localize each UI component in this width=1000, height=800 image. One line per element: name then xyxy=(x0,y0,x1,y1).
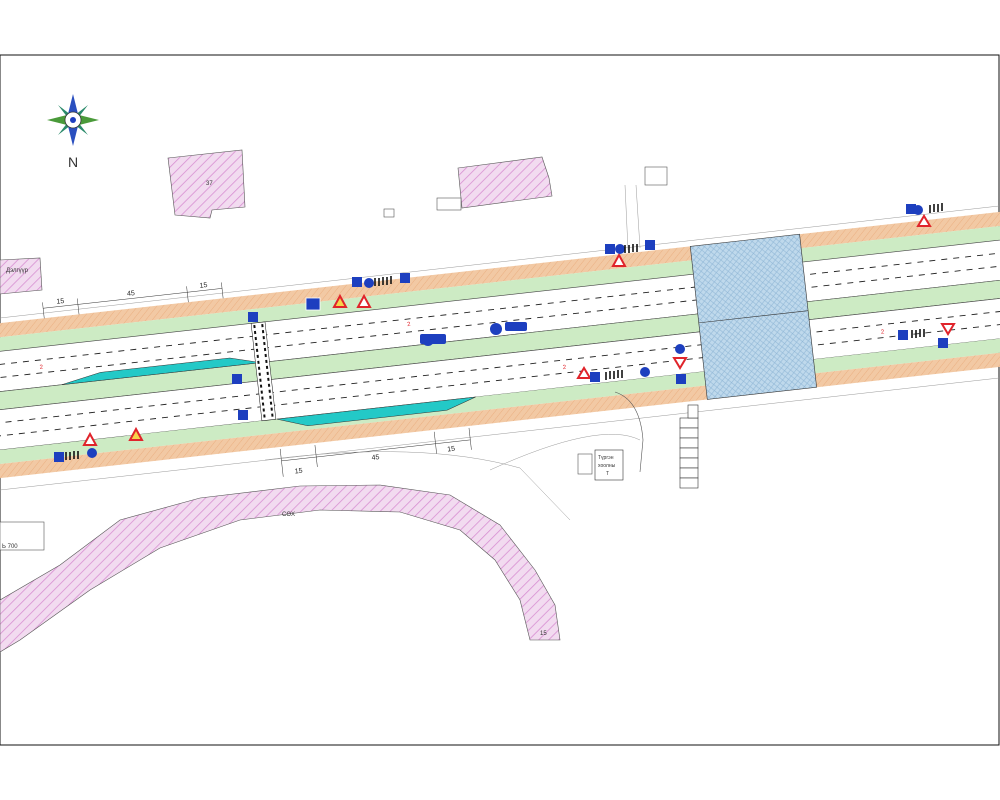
direction-icon xyxy=(490,323,502,335)
building-soh xyxy=(0,484,561,653)
lane-mark: 2 xyxy=(407,322,412,328)
pedestrian-crossing-icon xyxy=(238,410,248,420)
direction-icon xyxy=(615,244,625,254)
building-15-label: 15 xyxy=(540,631,547,637)
yield-icon xyxy=(611,252,627,267)
direction-icon xyxy=(87,448,97,458)
building-annex xyxy=(436,197,462,211)
building-700-label: Ь 700 xyxy=(2,544,18,550)
kiosk-line1: Түргэн xyxy=(598,455,614,461)
traffic-signs xyxy=(54,203,956,462)
bus-bay-north xyxy=(61,357,261,385)
parking-rows xyxy=(679,404,699,489)
yield-icon xyxy=(356,293,372,308)
compass-rose xyxy=(47,94,99,146)
bus-bay-south xyxy=(276,396,476,427)
building-shop xyxy=(0,257,43,295)
pedestrian-crossing-icon xyxy=(232,374,242,384)
warning-icon xyxy=(128,426,144,441)
svg-text:15: 15 xyxy=(294,468,303,476)
yield-icon xyxy=(940,323,956,336)
direction-icon xyxy=(640,367,650,377)
building-north-2 xyxy=(457,156,553,209)
small-structure-1 xyxy=(644,166,668,186)
lane-mark: 2 xyxy=(563,365,568,371)
kiosk-line3: Т xyxy=(606,471,609,477)
yield-icon xyxy=(82,431,98,446)
small-structure-2 xyxy=(383,208,395,218)
svg-text:45: 45 xyxy=(127,290,136,298)
svg-text:15: 15 xyxy=(199,282,208,290)
pedestrian-crossing-icon xyxy=(645,240,655,250)
pedestrian-crossing-icon xyxy=(54,452,64,462)
pedestrian-crossing-icon xyxy=(605,244,615,254)
pedestrian-crossing-icon xyxy=(898,330,908,340)
dimension-north: 15 45 15 xyxy=(42,282,224,319)
svg-text:15: 15 xyxy=(447,446,456,454)
direction-icon xyxy=(675,344,685,354)
pedestrian-crossing-icon xyxy=(352,277,362,287)
pedestrian-crossing-icon xyxy=(400,273,410,283)
svg-text:15: 15 xyxy=(56,298,65,306)
yield-icon xyxy=(916,214,932,227)
lane-mark: 2 xyxy=(881,329,886,335)
svg-text:45: 45 xyxy=(371,454,380,462)
compass-north-label: N xyxy=(68,154,78,170)
direction-icon xyxy=(364,278,374,288)
kiosk xyxy=(594,449,624,481)
direction-icon xyxy=(913,205,923,215)
dimension-south: 15 45 15 xyxy=(279,427,472,477)
bus-stop-icon xyxy=(305,297,321,311)
building-37 xyxy=(167,149,246,219)
warning-icon xyxy=(332,293,348,308)
yield-icon xyxy=(672,357,688,370)
pedestrian-crossing-icon xyxy=(676,374,686,384)
lane-mark: 2 xyxy=(39,365,44,371)
building-37-label: 37 xyxy=(206,181,213,187)
yield-icon xyxy=(576,366,592,379)
zebra-crossing-west xyxy=(250,321,277,422)
pedestrian-crossing-icon xyxy=(590,372,600,382)
kiosk-line2: хоолны xyxy=(598,463,616,469)
direction-icon xyxy=(505,322,527,331)
pedestrian-crossing-icon xyxy=(906,204,916,214)
road-corridor: 2 2 2 2 15 45 15 15 45 15 xyxy=(0,206,1000,484)
building-shop-label: Дэлгүүр xyxy=(6,268,29,274)
building-soh-label: СӨХ xyxy=(282,512,295,518)
pedestrian-crossing-icon xyxy=(938,338,948,348)
direction-icon xyxy=(420,334,446,344)
pedestrian-crossing-icon xyxy=(248,312,258,322)
